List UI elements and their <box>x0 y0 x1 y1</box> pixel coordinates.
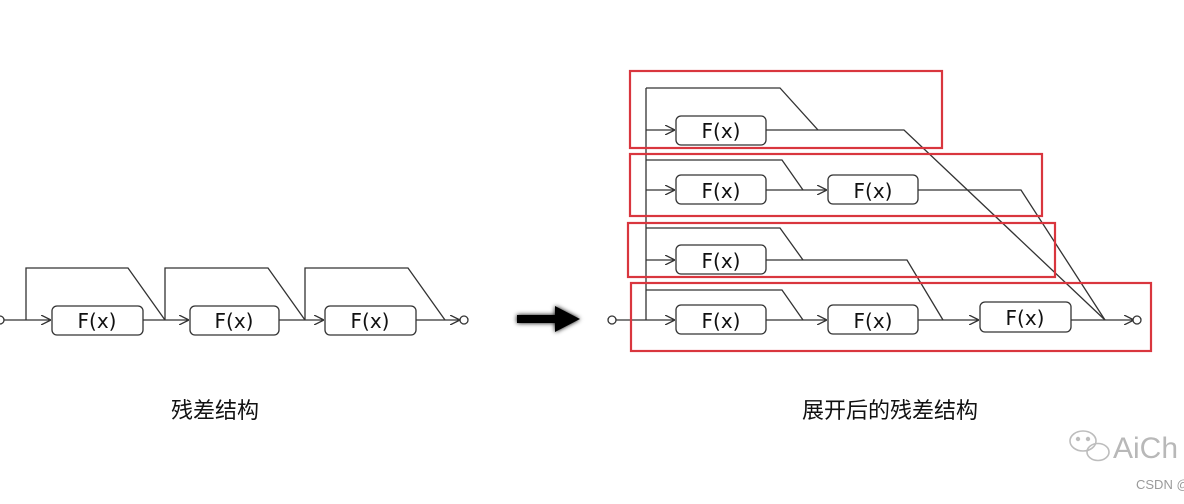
right-unrolled-diagram <box>607 87 1142 335</box>
row4-block-2-label: F(x) <box>854 309 893 333</box>
right-input-node <box>607 315 617 325</box>
row4-block-1-label: F(x) <box>702 309 741 333</box>
left-skip-2 <box>164 267 306 321</box>
path-highlight-frames <box>626 69 1153 353</box>
left-block-3-label: F(x) <box>351 309 390 333</box>
row4-skip-1 <box>646 289 804 321</box>
row2-block-2-label: F(x) <box>854 179 893 203</box>
watermark-source: CSDN @ <box>1136 477 1184 492</box>
left-output-node <box>459 315 469 325</box>
right-block-labels: F(x) F(x) F(x) F(x) F(x) F(x) F(x) <box>702 119 1045 333</box>
row4-block-3 <box>979 301 1072 333</box>
row3-block-1-label: F(x) <box>702 249 741 273</box>
transform-arrow-icon <box>517 306 580 332</box>
wechat-icon <box>1069 430 1110 462</box>
highlight-frame-2 <box>628 152 1044 218</box>
highlight-frame-1 <box>628 69 944 150</box>
row1-block-1-label: F(x) <box>702 119 741 143</box>
left-block-labels: F(x) F(x) F(x) <box>78 309 390 333</box>
row1-out <box>766 129 1106 321</box>
row3-out <box>766 259 944 321</box>
left-block-2-label: F(x) <box>215 309 254 333</box>
highlight-frame-4 <box>629 281 1153 353</box>
row2-block-1-label: F(x) <box>702 179 741 203</box>
row3-skip <box>646 227 804 261</box>
right-caption: 展开后的残差结构 <box>802 399 978 424</box>
watermark-brand: AiCh <box>1113 432 1178 465</box>
right-output-node <box>1132 315 1142 325</box>
left-skip-3 <box>304 267 446 321</box>
left-block-1-label: F(x) <box>78 309 117 333</box>
row2-skip <box>646 159 804 191</box>
watermark: AiCh CSDN @ <box>1069 430 1184 492</box>
highlight-frame-3 <box>626 221 1057 279</box>
row4-block-3-label: F(x) <box>1006 306 1045 330</box>
left-input-node <box>0 315 5 325</box>
row1-skip <box>646 87 819 131</box>
row2-out <box>918 189 1106 321</box>
left-residual-diagram <box>0 267 469 336</box>
left-caption: 残差结构 <box>171 399 259 424</box>
left-skip-1 <box>25 267 166 321</box>
